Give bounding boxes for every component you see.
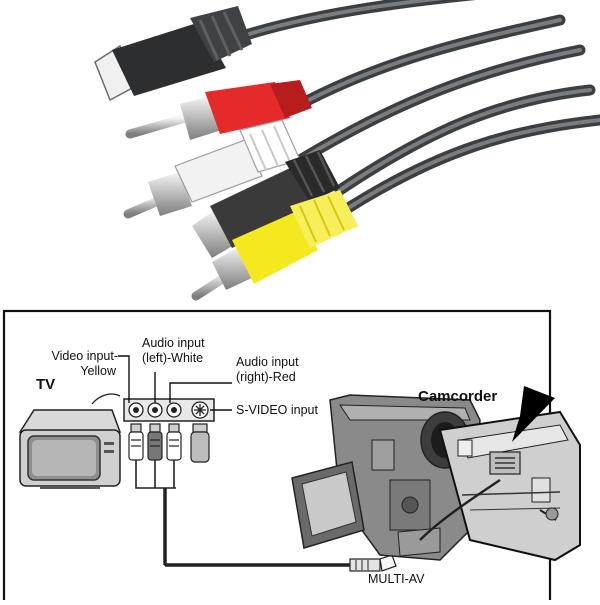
connection-diagram: [2, 309, 581, 605]
video-input-label-line1: Video input-: [51, 349, 119, 363]
cable-bundle: [224, 0, 600, 216]
tv-input-panel: [123, 398, 215, 422]
svideo-diagram-plug-icon: [190, 431, 210, 463]
yellow-rca-plug-icon: [191, 190, 358, 301]
svideo-plug-icon: [192, 150, 340, 258]
white-rca-plug-icon: [123, 119, 301, 219]
diagram-plugs: [128, 423, 210, 463]
tv-label: TV: [36, 376, 56, 393]
diagram-cable: [135, 460, 350, 567]
cable-photo: [94, 0, 600, 301]
multi-av-diagram-plug-icon: [349, 554, 397, 572]
multi-av-label: MULTI-AV: [368, 572, 425, 586]
multi-av-connector-icon: [94, 6, 252, 102]
audio-right-label-line2: (right)-Red: [236, 370, 296, 384]
audio-left-label-line2: (left)-White: [142, 351, 204, 365]
arrow-pointer-icon: [512, 386, 555, 442]
red-rca-plug-icon: [125, 80, 312, 140]
camcorder-zoom-inset: [419, 410, 581, 562]
svideo-input-label: S-VIDEO input: [236, 403, 318, 417]
audio-right-label-line1: Audio input: [236, 355, 299, 369]
audio-right-leader-line: [169, 382, 232, 403]
audio-left-label-line1: Audio input: [142, 336, 205, 350]
video-input-leader-line: [118, 355, 130, 403]
camcorder-label: Camcorder: [418, 388, 498, 405]
leader-lines: [118, 355, 232, 411]
camcorder-icon: [291, 394, 481, 561]
tv-icon: [18, 393, 122, 489]
video-input-label-line2: Yellow: [80, 364, 116, 378]
